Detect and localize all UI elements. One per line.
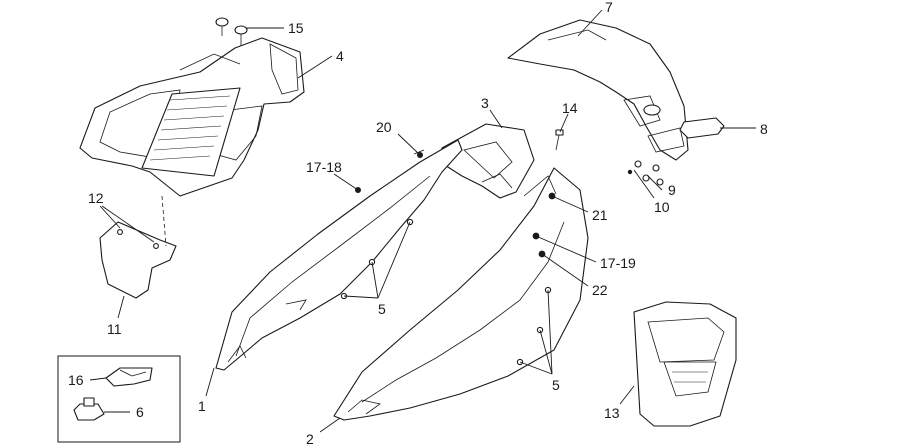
callout-2: 2	[306, 431, 314, 447]
callout-3: 3	[481, 95, 489, 111]
callout-20: 20	[376, 119, 392, 135]
callout-22: 22	[592, 282, 608, 298]
callout-12: 12	[88, 190, 104, 206]
callout-17-18: 17-18	[306, 159, 342, 175]
part-1-left-side-panel	[215, 139, 463, 371]
inset-fastener-box	[57, 355, 181, 443]
callout-7: 7	[605, 0, 613, 15]
callout-9: 9	[668, 182, 676, 198]
part-2-right-side-panel	[333, 167, 589, 421]
callout-21: 21	[592, 207, 608, 223]
part-3-tail-cover	[439, 123, 535, 199]
callout-6: 6	[136, 404, 144, 420]
callout-10: 10	[654, 199, 670, 215]
callout-11: 11	[107, 321, 122, 337]
callout-13: 13	[604, 405, 620, 421]
leader-lines	[89, 9, 756, 433]
callout-5-right: 5	[552, 377, 560, 393]
callout-5-left: 5	[378, 301, 386, 317]
marker-dots	[355, 152, 556, 258]
part-13-rear-cover	[633, 301, 737, 427]
part-4-underseat-tray	[79, 37, 305, 197]
callout-15: 15	[288, 20, 304, 36]
part-9-10-fasteners	[627, 160, 664, 186]
part-15-push-rivets	[215, 17, 248, 46]
callout-4: 4	[336, 48, 344, 64]
part-8-reflector	[679, 117, 725, 139]
callout-14: 14	[562, 100, 578, 116]
callout-16: 16	[68, 372, 84, 388]
part-11-mud-flap	[99, 195, 177, 299]
part-14-screw	[555, 129, 564, 151]
callout-17-19: 17-19	[600, 255, 636, 271]
callout-8: 8	[760, 121, 768, 137]
part-7-rear-mudguard	[507, 19, 689, 161]
callout-1: 1	[198, 398, 206, 414]
